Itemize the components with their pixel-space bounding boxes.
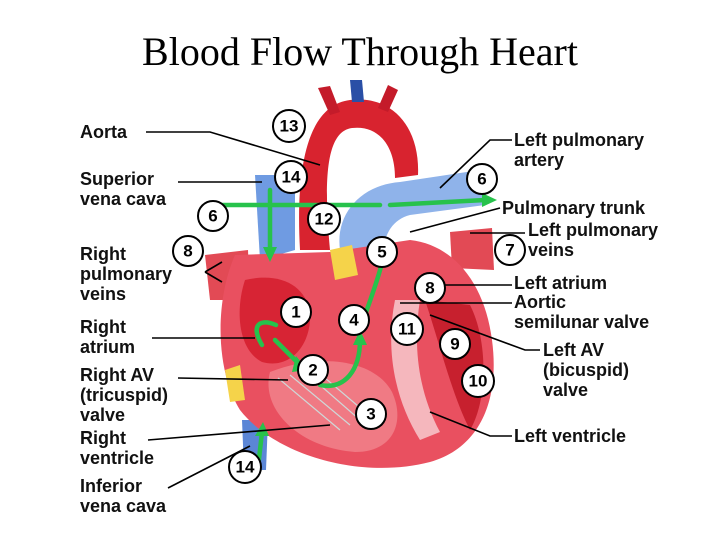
step-badge-14-bottom: 14 [228,450,262,484]
label-left-ventricle: Left ventricle [514,426,626,446]
svg-text:6: 6 [208,207,217,226]
svg-text:14: 14 [282,168,301,187]
step-badge-5: 5 [366,236,398,268]
label-right-ventricle: Right ventricle [80,428,154,468]
leader-rpv-1 [204,261,223,273]
svg-text:1: 1 [291,303,300,322]
label-right-pulmonary-veins: Right pulmonary veins [80,244,177,304]
step-badge-7: 7 [494,234,526,266]
label-left-atrium: Left atrium [514,273,607,293]
step-badge-8-right: 8 [414,272,446,304]
label-inferior-vena-cava: Inferior vena cava [80,476,167,516]
arrowhead-pulm-left [482,193,497,207]
label-right-av-valve: Right AV (tricuspid) valve [80,365,173,425]
leader-lines [146,131,540,489]
diagram-title: Blood Flow Through Heart [142,29,578,74]
leader-right-ventricle [147,424,331,441]
svg-text:9: 9 [450,335,459,354]
svg-text:4: 4 [349,311,359,330]
aortic-branch-2 [350,80,364,102]
step-badge-1: 1 [280,296,312,328]
fat-deposit-2 [225,365,245,402]
leader-left-ventricle [429,411,512,437]
left-ventricle-chamber [425,300,484,430]
label-left-av-valve: Left AV (bicuspid) valve [543,340,634,400]
svg-text:10: 10 [469,372,488,391]
svg-text:2: 2 [308,361,317,380]
superior-vena-cava-vessel [255,175,295,260]
step-badge-12: 12 [307,202,341,236]
svg-text:6: 6 [477,170,486,189]
step-badge-3: 3 [355,398,387,430]
flow-arrow-ventricle [317,337,363,389]
labels-right: Left pulmonary artery Pulmonary trunk Le… [502,130,663,446]
left-pulmonary-veins-vessel [450,228,494,270]
label-left-pulmonary-artery: Left pulmonary artery [514,130,649,170]
svg-text:3: 3 [366,405,375,424]
arrowhead-ventricle [353,330,367,345]
label-aortic-semilunar-valve: Aortic semilunar valve [514,292,649,332]
svg-text:13: 13 [280,117,299,136]
heart-illustration [205,80,494,470]
leader-pulm-trunk [409,207,501,233]
svg-text:5: 5 [377,243,386,262]
step-badge-13: 13 [272,109,306,143]
step-badge-4: 4 [338,304,370,336]
aortic-branch-3 [378,85,398,112]
label-aorta: Aorta [80,122,128,142]
step-badge-11: 11 [390,312,424,346]
svg-text:12: 12 [315,210,334,229]
leader-left-av [429,314,540,351]
leader-aorta [146,131,321,166]
label-pulmonary-trunk: Pulmonary trunk [502,198,646,218]
svg-text:11: 11 [398,320,416,339]
step-badge-10: 10 [461,364,495,398]
step-badge-8-left: 8 [172,235,204,267]
step-badges: 1 2 3 4 5 6 6 7 [172,109,526,484]
svg-text:8: 8 [183,242,192,261]
flow-arrow-atrium [254,320,279,348]
label-right-atrium: Right atrium [80,317,135,357]
flow-arrow-pulm-left [387,197,488,208]
step-badge-6-right: 6 [466,163,498,195]
arrowhead-ivc [255,422,269,436]
labels-left: Aorta Superior vena cava Right pulmonary… [80,122,177,516]
label-superior-vena-cava: Superior vena cava [80,169,167,209]
step-badge-2: 2 [297,354,329,386]
aortic-arch [299,99,419,251]
step-badge-14-top: 14 [274,160,308,194]
leader-rpv-2 [204,271,223,283]
step-badge-6-left: 6 [197,200,229,232]
aortic-branch-1 [318,86,340,115]
svg-text:7: 7 [505,241,514,260]
step-badge-9: 9 [439,328,471,360]
arrowhead-svc [263,247,277,262]
svg-text:8: 8 [425,279,434,298]
leader-left-pulm-artery [439,139,512,189]
leader-right-av [177,377,289,381]
label-left-pulmonary-veins: Left pulmonary veins [528,220,663,260]
fat-deposit-1 [330,245,358,280]
svg-text:14: 14 [236,458,255,477]
